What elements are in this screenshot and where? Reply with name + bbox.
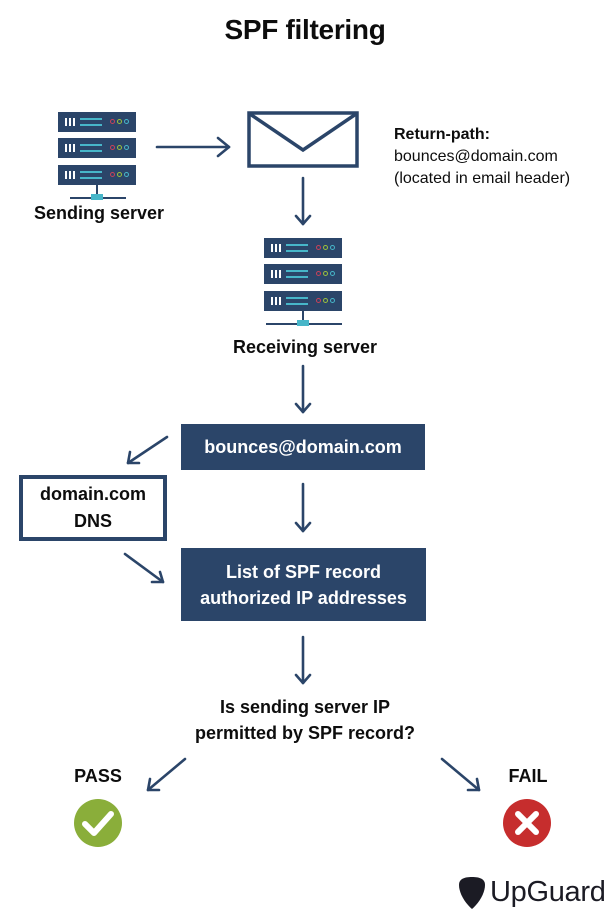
arrow-down-icon <box>294 482 312 533</box>
server-rack <box>264 264 342 284</box>
return-path-address: bounces@domain.com <box>394 148 558 165</box>
diagram-title: SPF filtering <box>224 14 386 45</box>
checkmark-icon <box>74 799 122 847</box>
sending-server-label: Sending server <box>33 203 165 223</box>
arrow-down-left-icon <box>126 435 169 465</box>
spf-question: Is sending server IP permitted by SPF re… <box>150 694 460 746</box>
receiving-server-icon <box>264 238 344 328</box>
return-path-location: (located in email header) <box>394 170 571 187</box>
return-path-note: Return-path: bounces@domain.com (located… <box>394 124 604 190</box>
arrow-right-icon <box>155 136 231 158</box>
spf-list-box: List of SPF record authorized IP address… <box>181 548 426 621</box>
pass-label: PASS <box>74 766 122 786</box>
question-line2: permitted by SPF record? <box>194 723 416 743</box>
dns-domain: domain.com <box>39 484 146 504</box>
fail-label: FAIL <box>508 766 548 786</box>
dns-label: DNS <box>73 511 112 531</box>
x-icon <box>503 799 551 847</box>
server-rack <box>264 238 342 258</box>
server-rack <box>58 138 136 158</box>
upguard-logo-icon <box>459 877 485 909</box>
arrow-down-right-icon <box>440 757 481 792</box>
question-line1: Is sending server IP <box>219 697 391 717</box>
arrow-down-left-icon <box>146 757 187 792</box>
arrow-down-icon <box>294 364 312 414</box>
server-rack <box>264 291 342 311</box>
bounce-address-box: bounces@domain.com <box>181 424 425 470</box>
return-path-title: Return-path: <box>394 126 490 143</box>
sending-server-icon <box>58 112 138 202</box>
spf-list-line1: List of SPF record <box>225 561 382 582</box>
server-rack <box>58 112 136 132</box>
dns-box: domain.com DNS <box>19 475 167 541</box>
arrow-down-right-icon <box>123 552 165 584</box>
server-rack <box>58 165 136 185</box>
bounce-address-text: bounces@domain.com <box>204 437 402 457</box>
receiving-server-label: Receiving server <box>232 337 378 357</box>
arrow-down-icon <box>294 635 312 685</box>
arrow-down-icon <box>294 176 312 226</box>
brand-name: UpGuard <box>490 876 606 908</box>
envelope-icon <box>247 111 359 168</box>
spf-list-line2: authorized IP addresses <box>200 587 407 608</box>
